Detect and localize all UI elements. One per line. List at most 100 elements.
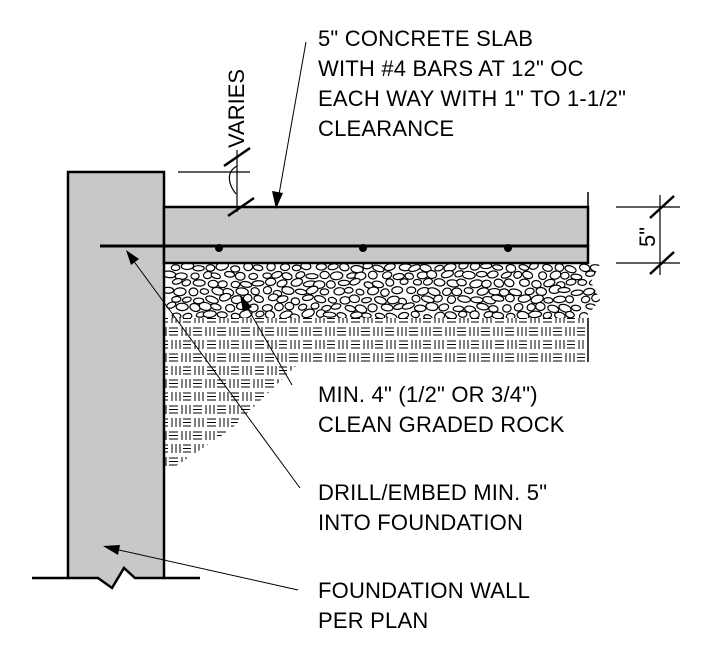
dowel-note: DRILL/EMBED MIN. 5" INTO FOUNDATION [318, 478, 547, 538]
rock-pebble [598, 302, 600, 312]
rock-pebble [508, 288, 523, 297]
rock-pebble [401, 302, 415, 310]
rock-pebble [181, 296, 192, 303]
rock-pebble [279, 310, 293, 318]
rock-pebble [549, 270, 562, 280]
rock-pebble [517, 294, 532, 303]
rock-pebble [250, 287, 260, 296]
rock-pebble [481, 279, 492, 289]
rock-pebble [165, 286, 175, 294]
rock-pebble [215, 264, 230, 271]
leader-dowel [126, 250, 301, 489]
rock-pebble [380, 303, 394, 312]
rock-pebble [180, 264, 195, 271]
rock-pebble [192, 297, 205, 305]
rock-pebble [585, 303, 597, 310]
rock-pebble [264, 310, 276, 318]
rock-pebble [290, 297, 301, 306]
rock-pebble [276, 295, 289, 304]
rock-pebble [181, 279, 192, 287]
rock-pebble [374, 312, 386, 318]
rock-pebble [491, 311, 505, 318]
rock-pebble [397, 311, 410, 318]
rock-pebble [425, 302, 439, 312]
rock-pebble [289, 313, 300, 318]
rock-pebble [557, 286, 571, 294]
rock-pebble [202, 310, 217, 318]
varies-dimension [178, 146, 255, 218]
rock-pebble [570, 289, 584, 297]
rock-pebble [406, 286, 417, 295]
rock-pebble [538, 271, 548, 281]
rock-pebble [355, 288, 365, 296]
rock-pebble [433, 278, 446, 287]
rock-pebble [313, 295, 327, 304]
rock-pebble [251, 280, 265, 287]
rock-pebble [565, 310, 575, 318]
rock-pebble [589, 311, 600, 318]
rock-pebble [223, 270, 236, 278]
rock-pebble [350, 311, 363, 318]
rock-pebble [470, 296, 484, 304]
rock-pebble [413, 304, 427, 313]
rock-pebble [500, 271, 512, 279]
rock-pebble [217, 280, 228, 289]
rock-note-line-1: MIN. 4" (1/2" OR 3/4") [318, 382, 538, 407]
rock-pebble [210, 303, 222, 311]
rock-pebble [361, 312, 372, 318]
rock-pebble [528, 264, 539, 270]
rock-pebble [441, 287, 452, 297]
rock-pebble [189, 302, 201, 313]
rock-pebble [336, 312, 347, 318]
rock-pebble [542, 264, 553, 272]
rock-pebble [456, 278, 467, 287]
rock-note-line-2: CLEAN GRADED ROCK [318, 412, 565, 437]
rock-pebble [385, 312, 398, 318]
rock-pebble [266, 264, 276, 272]
rock-pebble [281, 272, 293, 281]
rock-pebble [205, 264, 216, 272]
rock-pebble [279, 264, 291, 272]
rock-pebble [218, 292, 232, 302]
rock-pebble [235, 287, 249, 296]
rock-pebble [486, 270, 499, 279]
rock-pebble [319, 270, 330, 280]
rock-pebble [411, 294, 421, 303]
rock-pebble [301, 308, 315, 318]
rock-pebble [337, 279, 351, 287]
rock-pebble [585, 270, 596, 277]
slab-note-line-1: 5" CONCRETE SLAB [318, 26, 534, 51]
leader-rock [240, 295, 293, 386]
rock-pebble [344, 304, 357, 313]
rock-pebble [383, 264, 396, 272]
rock-pebble [262, 285, 273, 295]
rock-pebble [516, 310, 530, 318]
rock-pebble [392, 272, 405, 281]
rock-pebble [433, 294, 443, 303]
rock-pebble [291, 264, 302, 272]
rock-pebble [188, 287, 199, 297]
rock-pebble [252, 264, 264, 272]
rock-pebble [262, 272, 272, 279]
rock-pebble [363, 281, 374, 289]
leader-foundation [103, 545, 299, 591]
rock-pebble [434, 264, 444, 272]
rebar-dowel [100, 244, 588, 252]
rock-pebble [469, 279, 484, 289]
rock-pebble [469, 310, 480, 318]
rock-pebble [543, 297, 554, 304]
rock-pebble [565, 278, 577, 286]
dowel-note-line-1: DRILL/EMBED MIN. 5" [318, 480, 548, 505]
rock-pebble [577, 278, 588, 286]
rock-pebble [192, 265, 205, 272]
rock-pebble [349, 277, 361, 286]
rock-pebble [243, 264, 254, 272]
rock-pebble [518, 278, 530, 287]
rock-pebble [325, 280, 336, 289]
rock-pebble [524, 287, 535, 296]
rock-pebble [583, 287, 595, 296]
rock-pebble [440, 270, 455, 279]
rock-pebble [271, 270, 283, 279]
rock-pebble [458, 310, 468, 318]
